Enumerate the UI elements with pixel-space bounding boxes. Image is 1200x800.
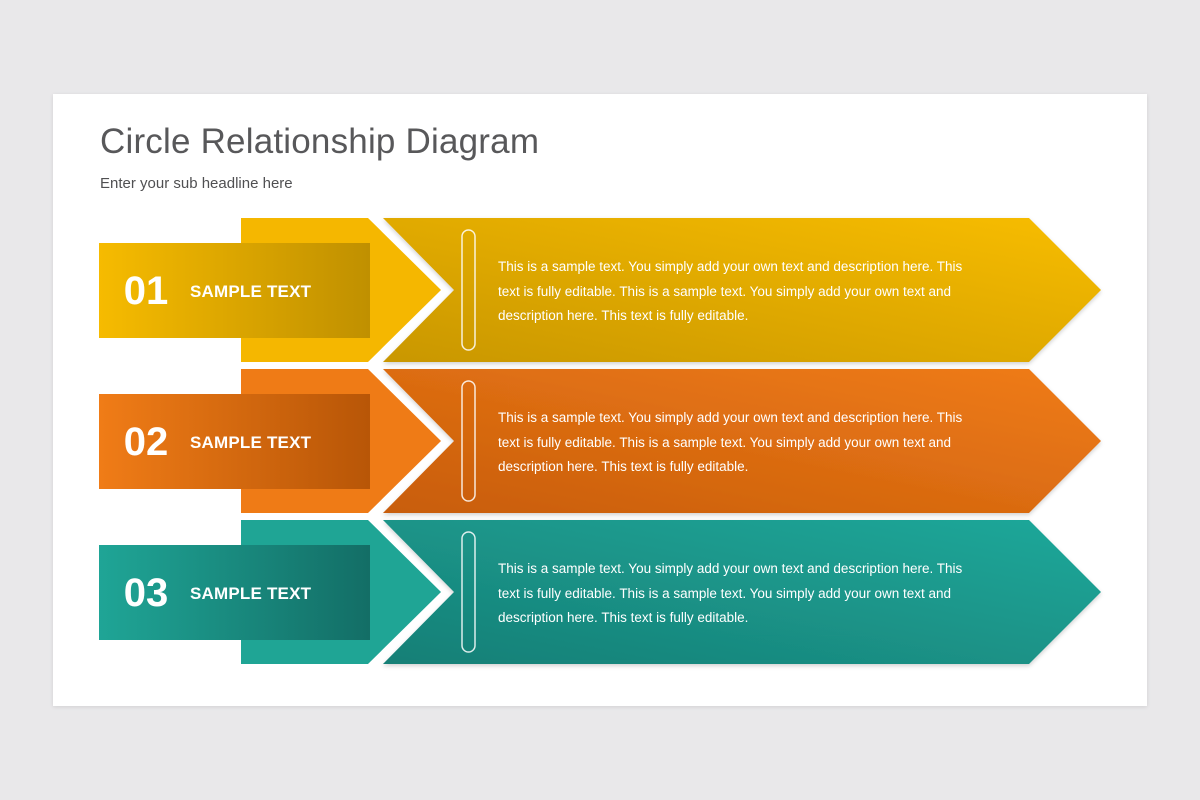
item-2-number: 02 bbox=[123, 420, 169, 464]
item-2-description: This is a sample text. You simply add yo… bbox=[498, 410, 963, 474]
item-2-label: SAMPLE TEXT bbox=[190, 433, 312, 452]
item-3-description: This is a sample text. You simply add yo… bbox=[498, 561, 963, 625]
item-3-label: SAMPLE TEXT bbox=[190, 584, 312, 603]
item-1-label: SAMPLE TEXT bbox=[190, 282, 312, 301]
item-1-description: This is a sample text. You simply add yo… bbox=[498, 259, 963, 323]
slide-subtitle: Enter your sub headline here bbox=[100, 175, 293, 192]
item-3-number: 03 bbox=[123, 571, 169, 615]
item-1-number: 01 bbox=[123, 269, 169, 313]
slide-title: Circle Relationship Diagram bbox=[100, 122, 540, 161]
